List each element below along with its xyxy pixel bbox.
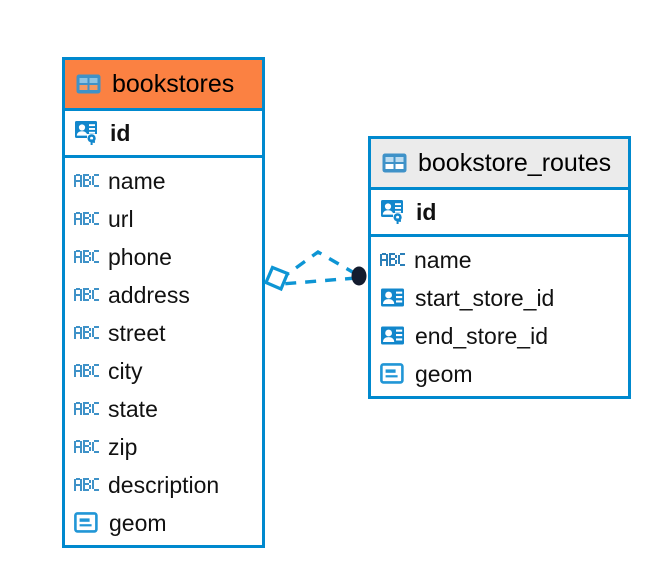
text-abc-icon bbox=[74, 212, 99, 226]
field-row-address[interactable]: address bbox=[65, 276, 262, 314]
entity-header-bookstores[interactable]: bookstores bbox=[65, 60, 262, 108]
field-label: state bbox=[108, 395, 158, 422]
table-icon bbox=[75, 72, 102, 96]
primary-key-section-bookstores: id bbox=[65, 108, 262, 158]
field-row-geom[interactable]: geom bbox=[371, 355, 628, 393]
field-row-zip[interactable]: zip bbox=[65, 428, 262, 466]
relationship-line-branch-lower bbox=[281, 276, 357, 286]
entity-title: bookstore_routes bbox=[418, 148, 612, 177]
text-abc-icon bbox=[380, 253, 405, 267]
field-label: phone bbox=[108, 243, 172, 270]
foreign-key-icon bbox=[380, 287, 406, 309]
field-row-end-store-id[interactable]: end_store_id bbox=[371, 317, 628, 355]
fields-section-bookstore-routes: name start_store_id bbox=[371, 237, 628, 393]
primary-key-section-bookstore-routes: id bbox=[371, 187, 628, 237]
text-abc-icon bbox=[74, 250, 99, 264]
text-abc-icon bbox=[74, 364, 99, 378]
field-row-street[interactable]: street bbox=[65, 314, 262, 352]
field-row-primary-key[interactable]: id bbox=[65, 111, 262, 155]
primary-key-icon bbox=[74, 120, 101, 146]
text-abc-icon bbox=[74, 478, 99, 492]
field-label: name bbox=[414, 246, 472, 273]
field-label: end_store_id bbox=[415, 322, 548, 349]
field-label: geom bbox=[415, 360, 473, 387]
field-row-geom[interactable]: geom bbox=[65, 504, 262, 542]
entity-header-bookstore-routes[interactable]: bookstore_routes bbox=[371, 139, 628, 187]
entity-table-bookstores[interactable]: bookstores bbox=[62, 57, 265, 548]
text-abc-icon bbox=[74, 326, 99, 340]
field-row-phone[interactable]: phone bbox=[65, 238, 262, 276]
field-label: name bbox=[108, 167, 166, 194]
text-abc-icon bbox=[74, 288, 99, 302]
geometry-icon bbox=[74, 512, 100, 534]
relationship-marker-diamond bbox=[263, 265, 290, 292]
text-abc-icon bbox=[74, 174, 99, 188]
field-label: start_store_id bbox=[415, 284, 555, 311]
table-icon bbox=[381, 151, 408, 175]
field-row-city[interactable]: city bbox=[65, 352, 262, 390]
field-row-url[interactable]: url bbox=[65, 200, 262, 238]
text-abc-icon bbox=[74, 440, 99, 454]
field-row-primary-key[interactable]: id bbox=[371, 190, 628, 234]
field-row-start-store-id[interactable]: start_store_id bbox=[371, 279, 628, 317]
field-row-name[interactable]: name bbox=[65, 162, 262, 200]
field-label: street bbox=[108, 319, 166, 346]
field-label: geom bbox=[109, 509, 167, 536]
text-abc-icon bbox=[74, 402, 99, 416]
relationship-marker-circle bbox=[351, 266, 367, 286]
field-row-description[interactable]: description bbox=[65, 466, 262, 504]
foreign-key-icon bbox=[380, 325, 406, 347]
fields-section-bookstores: name u bbox=[65, 158, 262, 542]
field-row-state[interactable]: state bbox=[65, 390, 262, 428]
field-label: description bbox=[108, 471, 220, 498]
field-label: id bbox=[416, 198, 437, 225]
field-label: zip bbox=[108, 433, 138, 460]
primary-key-icon bbox=[380, 199, 407, 225]
entity-title: bookstores bbox=[112, 69, 235, 98]
field-row-name[interactable]: name bbox=[371, 241, 628, 279]
field-label: url bbox=[108, 205, 134, 232]
relationship-line-branch-upper bbox=[281, 249, 357, 280]
geometry-icon bbox=[380, 363, 406, 385]
field-label: address bbox=[108, 281, 190, 308]
field-label: id bbox=[110, 119, 131, 146]
entity-table-bookstore-routes[interactable]: bookstore_routes bbox=[368, 136, 631, 399]
relationship-connector bbox=[263, 249, 367, 292]
field-label: city bbox=[108, 357, 143, 384]
